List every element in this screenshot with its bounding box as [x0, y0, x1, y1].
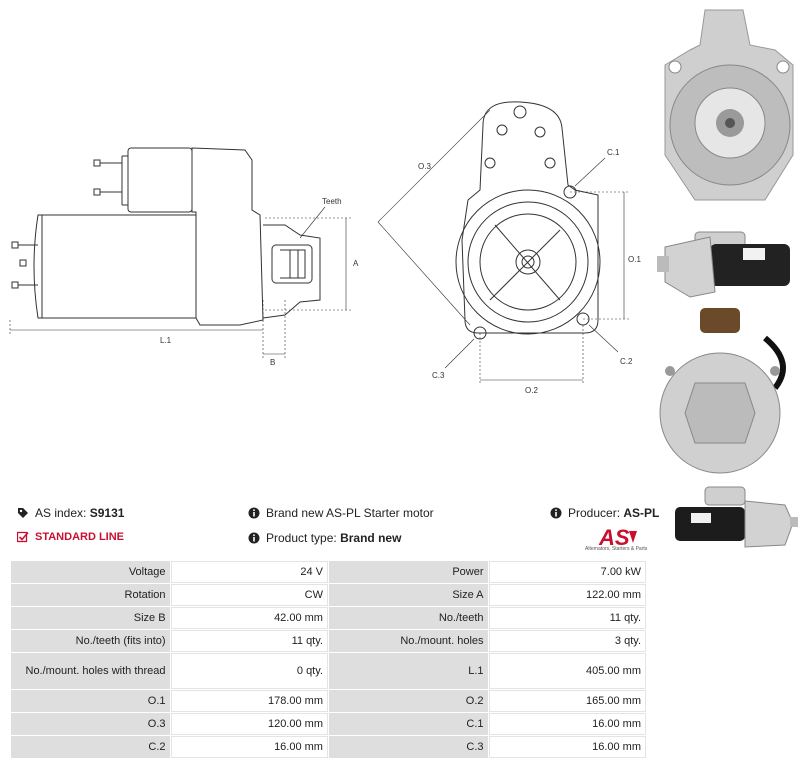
- o1-label: O.1: [628, 255, 641, 264]
- spec-value: 178.00 mm: [170, 690, 328, 712]
- technical-drawing: Teeth A B L.1: [9, 101, 641, 395]
- spec-value: 120.00 mm: [170, 713, 328, 735]
- product-line: STANDARD LINE: [17, 531, 124, 543]
- product-type-label: Product type:: [266, 531, 337, 545]
- tag-icon: [18, 508, 28, 518]
- as-index: AS index: S9131: [17, 506, 124, 520]
- spec-label: Size A: [328, 584, 488, 606]
- spec-label: C.2: [11, 736, 170, 758]
- photo-side-view[interactable]: [655, 212, 800, 300]
- producer: Producer: AS-PL: [550, 506, 659, 520]
- product-type-value: Brand new: [340, 531, 402, 545]
- spec-label: L.1: [328, 653, 488, 689]
- size-a-label: A: [353, 259, 359, 268]
- o3-label: O.3: [418, 162, 431, 171]
- spec-label: No./mount. holes with thread: [11, 653, 170, 689]
- front-view: [455, 101, 601, 340]
- spec-value: CW: [170, 584, 328, 606]
- spec-label: Size B: [11, 607, 170, 629]
- spec-label: C.1: [328, 713, 488, 735]
- as-index-label: AS index:: [35, 506, 87, 520]
- producer-label: Producer:: [568, 506, 621, 520]
- c2-label: C.2: [620, 357, 633, 366]
- spec-value: 16.00 mm: [488, 736, 646, 758]
- spec-value: 16.00 mm: [170, 736, 328, 758]
- photo-rear-view[interactable]: [655, 303, 800, 478]
- side-view: [11, 147, 321, 326]
- spec-value: 165.00 mm: [488, 690, 646, 712]
- o2-label: O.2: [525, 386, 538, 395]
- standard-line-label: STANDARD LINE: [35, 531, 125, 543]
- spec-label: O.3: [11, 713, 170, 735]
- spec-value: 3 qty.: [488, 630, 646, 652]
- photo-front-view[interactable]: [655, 5, 800, 205]
- spec-value: 16.00 mm: [488, 713, 646, 735]
- info-icon: [248, 532, 260, 544]
- photo-top-view[interactable]: [655, 483, 800, 553]
- description-text: Brand new AS-PL Starter motor: [266, 506, 434, 520]
- spec-label: O.2: [328, 690, 488, 712]
- size-b-label: B: [270, 358, 275, 367]
- spec-label: C.3: [328, 736, 488, 758]
- spec-label: Rotation: [11, 584, 170, 606]
- spec-label: No./teeth (fits into): [11, 630, 170, 652]
- c1-label: C.1: [607, 148, 620, 157]
- spec-value: 11 qty.: [488, 607, 646, 629]
- spec-value: 122.00 mm: [488, 584, 646, 606]
- product-description: Brand new AS-PL Starter motor: [248, 506, 434, 520]
- as-index-value: S9131: [89, 506, 125, 520]
- c3-label: C.3: [432, 371, 445, 380]
- as-pl-logo: AS: [598, 525, 637, 550]
- spec-label: No./teeth: [328, 607, 488, 629]
- drawing-svg: Teeth A B L.1: [9, 101, 641, 395]
- logo-text: AS: [598, 525, 630, 550]
- spec-label: Power: [328, 561, 488, 583]
- spec-label: O.1: [11, 690, 170, 712]
- spec-value: 7.00 kW: [488, 561, 646, 583]
- length-l1-label: L.1: [160, 336, 172, 345]
- spec-value: 24 V: [170, 561, 328, 583]
- spec-label: No./mount. holes: [328, 630, 488, 652]
- spec-row: No./teeth (fits into)11 qty.No./mount. h…: [11, 630, 646, 652]
- product-photos: [655, 0, 800, 560]
- logo-subtitle: Alternators, Starters & Parts: [585, 546, 648, 552]
- spec-value: 0 qty.: [170, 653, 328, 689]
- side-dimensions: [9, 206, 352, 360]
- teeth-label: Teeth: [322, 197, 342, 206]
- spec-value: 42.00 mm: [170, 607, 328, 629]
- product-type: Product type: Brand new: [248, 531, 401, 545]
- front-dimensions: [377, 109, 630, 385]
- spec-value: 405.00 mm: [488, 653, 646, 689]
- spec-label: Voltage: [11, 561, 170, 583]
- info-icon: [550, 507, 562, 519]
- producer-value: AS-PL: [623, 506, 660, 520]
- info-icon: [248, 507, 260, 519]
- checkbox-checked-icon: [17, 531, 29, 543]
- spec-value: 11 qty.: [170, 630, 328, 652]
